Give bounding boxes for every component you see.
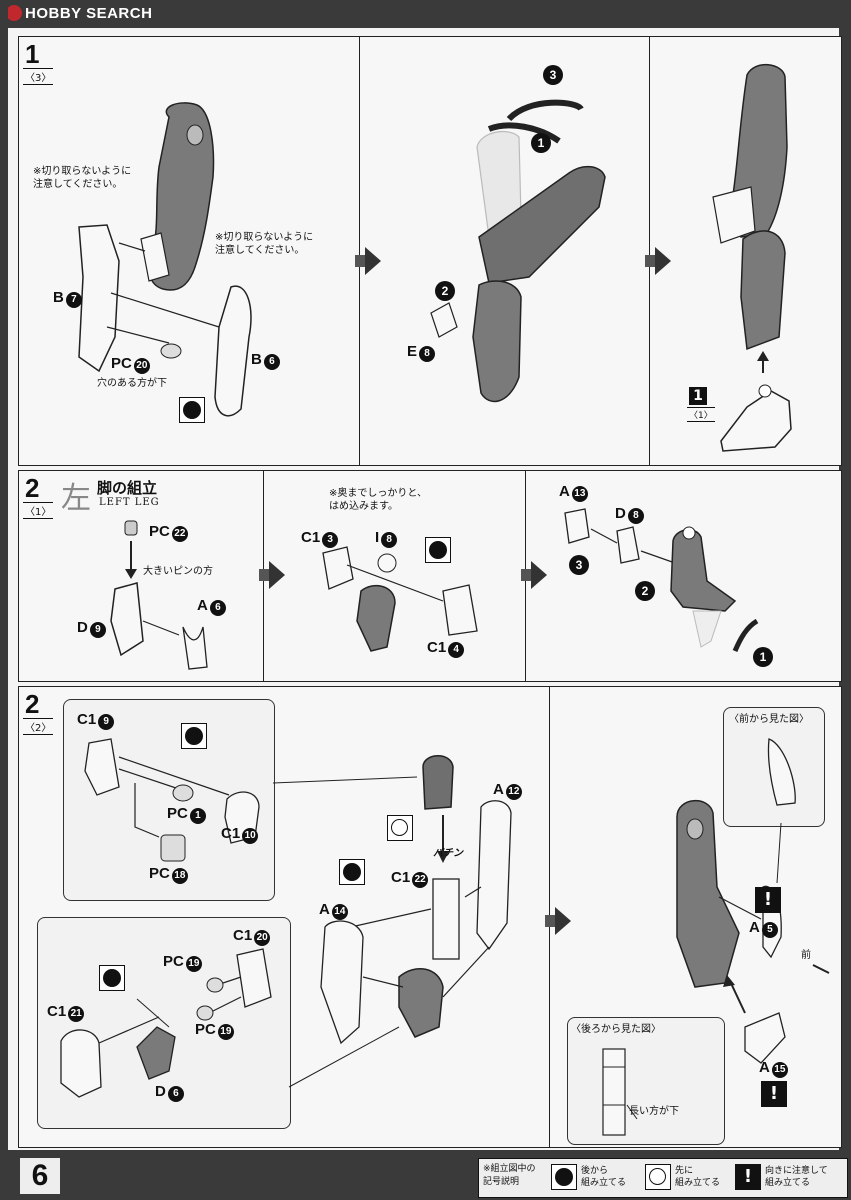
ref-step-badge: 1 bbox=[689, 387, 707, 405]
step2a-sub: 〈1〉 bbox=[23, 502, 54, 519]
legend-later-text: 後から 組み立てる bbox=[581, 1166, 627, 1188]
next-arrow-icon-3 bbox=[259, 561, 285, 589]
back-view-inset bbox=[567, 1017, 725, 1145]
step1-divider-1 bbox=[359, 37, 360, 465]
top-bar: HOBBY SEARCH bbox=[0, 0, 851, 28]
brand-text: HOBBY SEARCH bbox=[25, 5, 153, 22]
assemble-later-icon bbox=[179, 397, 205, 423]
large-pin-note: 大きいピンの方 bbox=[143, 566, 213, 577]
next-arrow-icon bbox=[355, 247, 381, 275]
step2a-diagram-c bbox=[564, 508, 759, 652]
seq-3-badge: 3 bbox=[543, 65, 563, 85]
left-kanji: 左 bbox=[61, 481, 91, 516]
step2b-sub: 〈2〉 bbox=[23, 718, 54, 735]
brand-logo: HOBBY SEARCH bbox=[6, 5, 152, 22]
right-border bbox=[839, 0, 851, 1200]
legend-orientation-text: 向きに注意して 組み立てる bbox=[765, 1166, 828, 1188]
step1-note-b: ※切り取らないように 注意してください。 bbox=[215, 232, 314, 256]
page-number: 6 bbox=[20, 1158, 60, 1194]
assemble-first-icon bbox=[387, 815, 413, 841]
step1-diagram-a bbox=[78, 102, 252, 417]
next-arrow-icon-4 bbox=[521, 561, 547, 589]
next-arrow-icon-5 bbox=[545, 907, 571, 935]
step1-sub: 〈3〉 bbox=[23, 68, 54, 85]
seq-1-badge: 1 bbox=[531, 133, 551, 153]
left-border bbox=[0, 0, 8, 1200]
long-side-down-note: 長い方が下 bbox=[629, 1106, 679, 1117]
seq-2-badge-b: 2 bbox=[635, 581, 655, 601]
assemble-later-icon-3 bbox=[181, 723, 207, 749]
ref-sub: 〈1〉 bbox=[687, 407, 715, 422]
step2b-panel: 2 〈2〉 bbox=[18, 686, 842, 1148]
step2b-number: 2 bbox=[25, 689, 40, 719]
back-view-caption: 〈後ろから見た図〉 bbox=[571, 1024, 661, 1035]
step2b-diagram-b bbox=[602, 738, 830, 1136]
assemble-later-icon-5 bbox=[99, 965, 125, 991]
legend-orientation-icon: ! bbox=[735, 1164, 761, 1190]
step1-note-a: ※切り取らないように 注意してください。 bbox=[33, 166, 132, 190]
front-view-inset bbox=[723, 707, 825, 827]
step1-number: 1 bbox=[25, 39, 40, 69]
seq-3-badge-b: 3 bbox=[569, 555, 589, 575]
press-in-note: ※奥までしっかりと、 はめ込みます。 bbox=[329, 488, 427, 512]
legend-later-icon bbox=[551, 1164, 577, 1190]
legend-first-icon bbox=[645, 1164, 671, 1190]
symbol-legend: ※組立図中の 記号説明 後から 組み立てる 先に 組み立てる ! 向きに注意して… bbox=[478, 1158, 848, 1198]
seq-2-badge: 2 bbox=[435, 281, 455, 301]
front-direction-label: 前 bbox=[801, 950, 811, 961]
step1-diagram-b bbox=[430, 99, 606, 403]
legend-first-text: 先に 組み立てる bbox=[675, 1166, 721, 1188]
assemble-later-icon-4 bbox=[339, 859, 365, 885]
next-arrow-icon-2 bbox=[645, 247, 671, 275]
step2b-diagram-a bbox=[60, 738, 512, 1098]
front-view-caption: 〈前から見た図〉 bbox=[729, 714, 809, 725]
step2a-diagram-a bbox=[110, 520, 208, 670]
step1-diagram-c bbox=[712, 64, 792, 452]
assemble-later-icon-2 bbox=[425, 537, 451, 563]
step2a-number: 2 bbox=[25, 473, 40, 503]
step1-divider-2 bbox=[649, 37, 650, 465]
leg-assembly-title: 脚の組立 bbox=[97, 479, 158, 497]
hole-note: 穴のある方が下 bbox=[97, 378, 167, 389]
step1-panel: 1 〈3〉 ※切り取らないように 注意してください。 ※切り取らないように 注意… bbox=[18, 36, 842, 466]
brand-mark-icon bbox=[6, 5, 22, 21]
orientation-warning-icon: ! bbox=[755, 887, 781, 913]
seq-1-badge-b: 1 bbox=[753, 647, 773, 667]
step2a-diagram-b bbox=[322, 546, 478, 652]
left-leg-subtitle: LEFT LEG bbox=[99, 497, 160, 508]
legend-caption: ※組立図中の 記号説明 bbox=[483, 1164, 536, 1187]
click-sound-text: パチン bbox=[433, 848, 463, 859]
orientation-warning-icon-2: ! bbox=[761, 1081, 787, 1107]
